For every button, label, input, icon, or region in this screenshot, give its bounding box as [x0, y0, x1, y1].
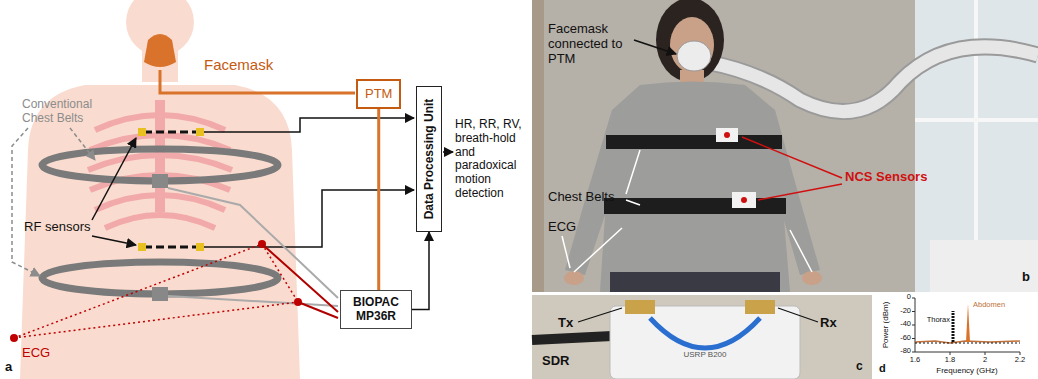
tick-label: -40: [900, 320, 911, 329]
tick-label: 0: [907, 293, 911, 302]
node-text: Data Processing Unit: [422, 99, 436, 220]
ecg-electrode: [10, 334, 18, 342]
port-label: Tx: [558, 316, 573, 331]
pointer-line: [562, 236, 570, 268]
series-label: Thorax: [927, 316, 950, 325]
tick-label: 1.8: [945, 356, 955, 365]
sdr-photo: [532, 295, 872, 379]
connector: [412, 232, 429, 309]
axis-title: Power (dBm): [881, 302, 890, 349]
signal-line: [204, 190, 414, 247]
tick-label: -80: [900, 347, 911, 356]
axis-title: Frequency (GHz): [936, 366, 997, 375]
facemask: [144, 34, 176, 67]
facemask-label: Facemask: [204, 56, 273, 73]
tick-label: 2.2: [1015, 356, 1025, 365]
process-box: PTM: [356, 79, 401, 109]
output-label: HR, RR, RV, breath-hold and paradoxical …: [455, 118, 531, 201]
photo-label: Facemask connected to PTM: [548, 22, 632, 67]
photo: [532, 0, 1038, 292]
photo-label: ECG: [548, 220, 576, 235]
node-text: PTM: [365, 86, 392, 102]
belt-wire: [168, 188, 338, 298]
pointer-arrow: [12, 128, 40, 276]
photo-label: Chest Belts: [548, 190, 614, 205]
belt-transducer: [152, 287, 168, 301]
rf-sensor-end: [138, 128, 146, 136]
node-text: BIOPAC MP36R: [345, 295, 407, 324]
device-text: USRP B200: [684, 350, 727, 359]
tick-label: -60: [900, 334, 911, 343]
belt-label: Conventional Chest Belts: [22, 98, 114, 126]
output-arrow: [443, 151, 453, 153]
mask-tube: [160, 70, 355, 93]
connector: [377, 109, 380, 290]
pointer-line: [742, 137, 842, 200]
rf-sensor-end: [196, 243, 204, 251]
device-label: SDR: [542, 354, 569, 369]
spectrum-chart: [912, 298, 1020, 355]
rf-sensor-end: [196, 128, 204, 136]
tick-label: 2: [983, 356, 987, 365]
pointer-arrow: [92, 138, 136, 220]
series-label: Abdomen: [973, 301, 1005, 310]
pointer-line: [578, 308, 818, 322]
sensor-label: RF sensors: [24, 220, 90, 235]
rf-sensor: [144, 246, 198, 249]
panel-letter: b: [1022, 270, 1030, 285]
ecg-lead: [14, 244, 298, 338]
rf-sensor-end: [138, 243, 146, 251]
signal-line: [204, 118, 414, 132]
port-label: Rx: [820, 316, 837, 331]
pointer-line: [626, 150, 640, 205]
panel-letter: a: [5, 360, 12, 375]
belt-wire: [168, 296, 338, 306]
panel-letter: c: [856, 360, 863, 374]
ecg-label: ECG: [22, 346, 50, 361]
tick-label: 1.6: [910, 356, 920, 365]
pointer-arrow: [92, 236, 136, 245]
pointer-arrow: [70, 128, 95, 160]
acquisition-box: BIOPAC MP36R: [340, 290, 412, 329]
processing-unit: Data Processing Unit: [416, 86, 442, 232]
photo-label: NCS Sensors: [845, 170, 927, 185]
body-illustration: [20, 0, 300, 379]
belt-transducer: [152, 174, 168, 188]
ecg-wire: [262, 244, 338, 318]
pointer-line: [634, 40, 676, 54]
panel-letter: d: [879, 362, 886, 375]
tick-label: -20: [900, 307, 911, 316]
rf-sensor: [144, 131, 198, 134]
